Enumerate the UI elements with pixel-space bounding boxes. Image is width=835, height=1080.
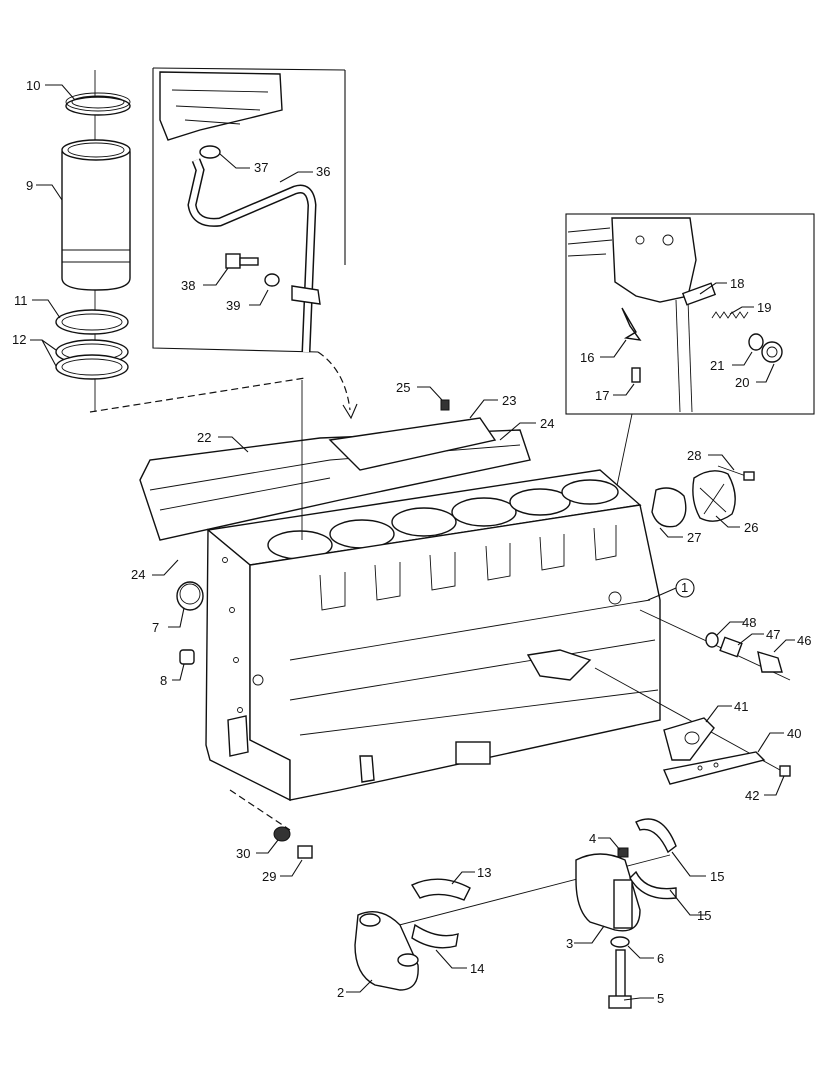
sender-parts (639, 609, 791, 681)
callout-23: 23 (502, 393, 516, 408)
callout-12: 12 (12, 332, 26, 347)
callout-11: 11 (14, 293, 28, 308)
callout-2: 2 (337, 985, 344, 1000)
callout-38: 38 (181, 278, 195, 293)
callout-28: 28 (687, 448, 701, 463)
callout-26: 26 (744, 520, 758, 535)
callout-8: 8 (160, 673, 167, 688)
callout-19: 19 (757, 300, 771, 315)
side-cover-parts (651, 465, 755, 528)
callout-7: 7 (152, 620, 159, 635)
callout-20: 20 (735, 375, 749, 390)
inset-oil-pipe (152, 67, 358, 420)
callout-46: 46 (797, 633, 811, 648)
callout-16: 16 (580, 350, 594, 365)
callout-9: 9 (26, 178, 33, 193)
callout-4: 4 (589, 831, 596, 846)
callout-27: 27 (687, 530, 701, 545)
callout-30: 30 (236, 846, 250, 861)
leader-lines (30, 84, 795, 1001)
callout-13: 13 (477, 865, 491, 880)
callout-3: 3 (566, 936, 573, 951)
callout-6: 6 (657, 951, 664, 966)
cylinder-liner-group (55, 70, 306, 413)
callout-1: 1 (681, 580, 688, 595)
callout-24-top: 24 (540, 416, 554, 431)
callout-47: 47 (766, 627, 780, 642)
callout-18: 18 (730, 276, 744, 291)
callout-48: 48 (742, 615, 756, 630)
callout-24-left: 24 (131, 567, 145, 582)
callout-15-bottom: 15 (697, 908, 711, 923)
callout-5: 5 (657, 991, 664, 1006)
inset-pressure-valve (565, 213, 815, 501)
callout-29: 29 (262, 869, 276, 884)
callout-41: 41 (734, 699, 748, 714)
callout-17: 17 (595, 388, 609, 403)
callout-42: 42 (745, 788, 759, 803)
sump-brackets (594, 667, 791, 785)
callout-labels: 10 9 11 12 37 36 38 39 25 23 22 24 24 18… (12, 78, 811, 1006)
main-bearing-caps (354, 818, 677, 1009)
callout-15-top: 15 (710, 869, 724, 884)
callout-25: 25 (396, 380, 410, 395)
callout-10: 10 (26, 78, 40, 93)
callout-36: 36 (316, 164, 330, 179)
callout-39: 39 (226, 298, 240, 313)
callout-37: 37 (254, 160, 268, 175)
callout-14: 14 (470, 961, 484, 976)
callout-22: 22 (197, 430, 211, 445)
callout-21: 21 (710, 358, 724, 373)
drain-plug (229, 789, 313, 859)
callout-40: 40 (787, 726, 801, 741)
engine-block (139, 380, 661, 802)
